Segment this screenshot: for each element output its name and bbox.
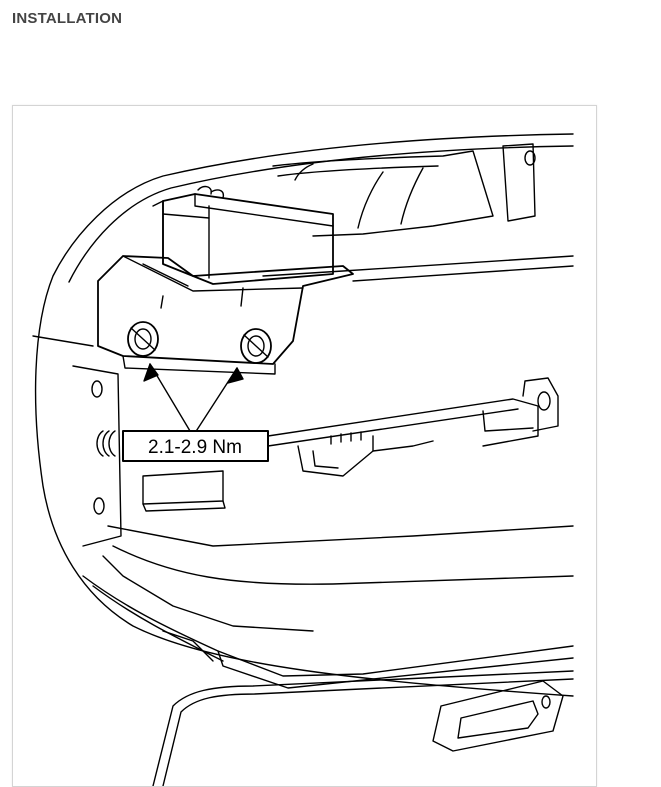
lower-tray — [82, 470, 574, 689]
section-heading: INSTALLATION — [12, 10, 123, 27]
mounting-bolt-right — [240, 328, 272, 364]
torque-value: 2.1-2.9 Nm — [148, 437, 242, 458]
torque-arrows — [143, 363, 244, 437]
installation-diagram: 2.1-2.9 Nm — [32, 133, 574, 786]
torque-callout: 2.1-2.9 Nm — [122, 430, 269, 462]
figure-frame: 2.1-2.9 Nm — [12, 105, 597, 787]
electronic-module — [152, 185, 334, 285]
upper-vent — [272, 143, 536, 237]
mounting-bracket — [97, 255, 354, 375]
mounting-bolt-left — [127, 321, 159, 357]
glovebox-door — [152, 670, 574, 786]
left-side-panel — [72, 365, 122, 547]
dashboard-outline — [32, 133, 574, 697]
middle-rail — [267, 377, 559, 477]
